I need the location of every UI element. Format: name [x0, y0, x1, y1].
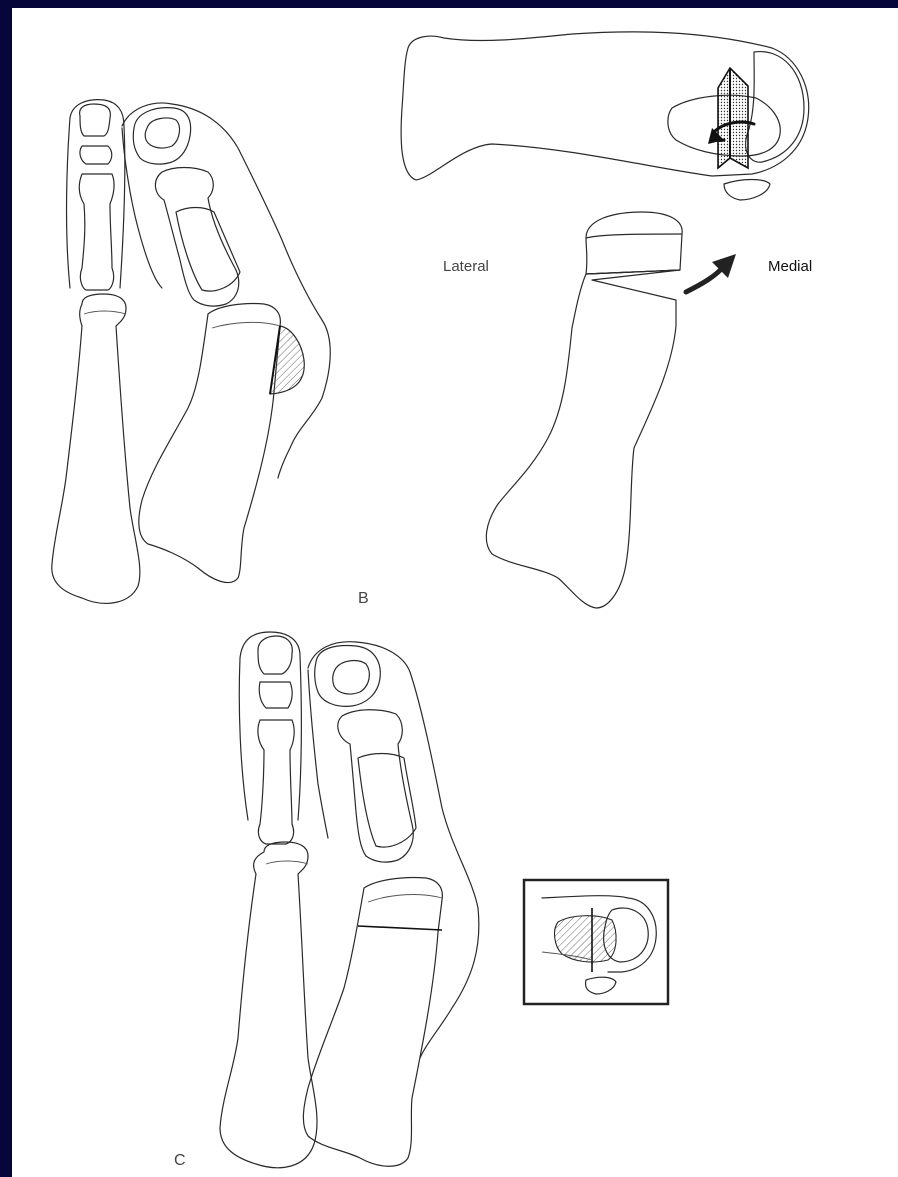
- c-second-distal-phalanx: [258, 636, 292, 674]
- lateral-label: Lateral: [443, 258, 489, 275]
- second-middle-phalanx: [80, 146, 112, 164]
- panel-b-foot: [52, 100, 330, 604]
- great-toe-medial-line: [122, 128, 162, 288]
- medial-label: Medial: [768, 258, 812, 275]
- metatarsal-osteotomy-view: [486, 212, 736, 608]
- c-second-middle-phalanx: [259, 682, 292, 708]
- second-metatarsal: [52, 294, 140, 603]
- figure-drawing: [12, 8, 898, 1177]
- sesamoid-side: [724, 180, 770, 201]
- panel-c-inset: [524, 880, 668, 1004]
- second-distal-phalanx: [80, 104, 111, 136]
- first-metatarsal: [139, 303, 280, 582]
- c-second-proximal-phalanx: [258, 720, 294, 844]
- medial-direction-arrow: [686, 266, 724, 292]
- metatarsal-shaft-distal: [486, 270, 680, 608]
- figure-sheet: Lateral Medial B C: [12, 8, 898, 1177]
- panel-c-label: C: [174, 1152, 186, 1170]
- great-toe-outline: [122, 103, 330, 478]
- c-great-toe-medial-line: [308, 670, 328, 838]
- great-toe-proximal-phalanx: [155, 168, 238, 307]
- c-first-metatarsal: [303, 877, 442, 1166]
- panel-b-label: B: [358, 590, 369, 608]
- c-great-toe-distal-phalanx: [315, 646, 381, 707]
- great-toe-distal-phalanx: [133, 108, 190, 164]
- second-toe-outline: [67, 100, 125, 288]
- panel-c-foot: [220, 632, 479, 1168]
- c-second-metatarsal: [220, 842, 317, 1168]
- c-great-toe-proximal-phalanx: [338, 710, 413, 862]
- osteotomy-wedge: [718, 68, 748, 168]
- metatarsal-lateral-view: [401, 32, 809, 200]
- second-proximal-phalanx: [79, 174, 114, 290]
- c-osteotomy-line: [358, 926, 442, 930]
- metatarsal-head-cap: [586, 212, 682, 274]
